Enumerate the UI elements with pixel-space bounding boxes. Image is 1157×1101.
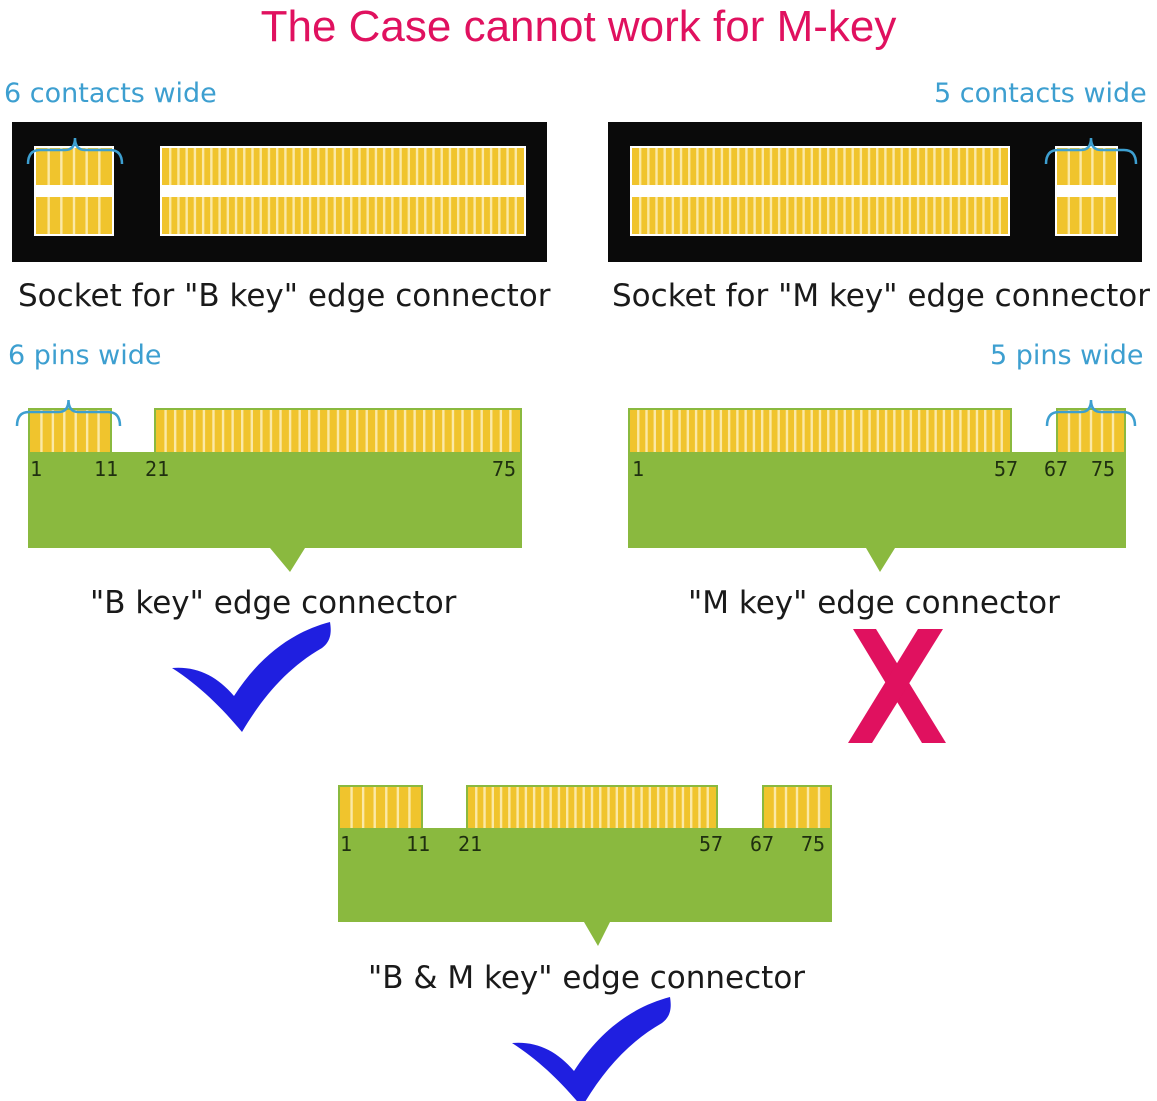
socket-contacts-bottom xyxy=(632,197,1008,234)
socket-contacts-top xyxy=(632,148,1008,185)
m-socket-caption: Socket for "M key" edge connector xyxy=(612,278,1150,314)
cross-stroke-a xyxy=(853,629,946,743)
socket-slot-opening xyxy=(160,146,526,236)
socket-contacts-bottom xyxy=(162,197,524,234)
check-stroke xyxy=(512,997,671,1101)
bm-connector-check-icon xyxy=(512,997,671,1101)
contact-block-fill xyxy=(162,197,524,234)
cross-stroke-b xyxy=(848,629,943,743)
check-stroke xyxy=(172,622,331,732)
contact-block-fill xyxy=(1057,197,1116,234)
pin-number-label: 1 xyxy=(632,457,644,481)
pin-number-label: 11 xyxy=(94,457,118,481)
m-socket-brace xyxy=(1044,137,1138,165)
pin-pads xyxy=(764,787,830,828)
pin-number-label: 67 xyxy=(750,832,774,856)
pin-number-label: 75 xyxy=(801,832,825,856)
socket-body xyxy=(608,122,1142,262)
contact-block-fill xyxy=(632,197,1008,234)
pin-number-label: 1 xyxy=(30,457,42,481)
contact-block-fill xyxy=(468,787,716,828)
socket-slot-opening xyxy=(630,146,1010,236)
pin-pads xyxy=(1058,410,1124,452)
socket-contacts-bottom xyxy=(36,197,112,234)
socket-body xyxy=(12,122,547,262)
b-connector-width-note: 6 pins wide xyxy=(8,340,162,371)
contact-block-fill xyxy=(764,787,830,828)
socket-contact-segment xyxy=(160,146,526,236)
socket-contacts-top xyxy=(36,148,112,185)
b-socket-brace xyxy=(26,137,124,165)
b-key-socket xyxy=(12,122,547,262)
pin-pads xyxy=(156,410,520,452)
m-connector-cross-icon xyxy=(848,629,946,743)
contact-block-fill xyxy=(630,410,1010,452)
pin-pads xyxy=(468,787,716,828)
b-connector-brace xyxy=(15,399,122,427)
contact-block-fill xyxy=(162,148,524,185)
contact-block-fill xyxy=(30,410,110,452)
contact-block-fill xyxy=(1058,410,1124,452)
socket-slot-opening xyxy=(1055,146,1118,236)
b-socket-caption: Socket for "B key" edge connector xyxy=(18,278,551,314)
socket-slot-opening xyxy=(34,146,114,236)
pin-number-label: 75 xyxy=(492,457,516,481)
socket-contacts-top xyxy=(1057,148,1116,185)
pin-number-label: 21 xyxy=(458,832,482,856)
pin-number-label: 1 xyxy=(340,832,352,856)
socket-contacts-top xyxy=(162,148,524,185)
socket-contact-segment xyxy=(1055,146,1118,236)
socket-contacts-bottom xyxy=(1057,197,1116,234)
m-socket-width-note: 5 contacts wide xyxy=(934,78,1147,109)
pcb-body xyxy=(28,408,522,572)
contact-block-fill xyxy=(156,410,520,452)
pin-pads xyxy=(630,410,1010,452)
contact-block-fill xyxy=(36,197,112,234)
pin-number-label: 75 xyxy=(1091,457,1115,481)
pcb-body xyxy=(628,408,1126,572)
bm-connector-caption: "B & M key" edge connector xyxy=(368,960,806,996)
pin-number-label: 57 xyxy=(699,832,723,856)
pin-number-label: 57 xyxy=(994,457,1018,481)
contact-block-fill xyxy=(340,787,421,828)
pin-pads xyxy=(30,410,110,452)
socket-contact-segment xyxy=(630,146,1010,236)
pcb-body xyxy=(338,785,832,946)
contact-block-fill xyxy=(36,148,112,185)
b-connector-caption: "B key" edge connector xyxy=(90,585,457,621)
m-connector-brace xyxy=(1045,399,1137,427)
socket-contact-segment xyxy=(34,146,114,236)
pin-pads xyxy=(340,787,421,828)
m-connector-width-note: 5 pins wide xyxy=(990,340,1144,371)
pin-number-label: 11 xyxy=(406,832,430,856)
pin-number-label: 67 xyxy=(1044,457,1068,481)
page-title: The Case cannot work for M-key xyxy=(260,2,897,51)
m-key-socket xyxy=(608,122,1142,262)
m-key-connector: 1 57 67 75 xyxy=(628,408,1126,572)
m-connector-caption: "M key" edge connector xyxy=(688,585,1060,621)
b-connector-check-icon xyxy=(172,622,331,732)
contact-block-fill xyxy=(1057,148,1116,185)
pin-number-label: 21 xyxy=(145,457,169,481)
b-socket-width-note: 6 contacts wide xyxy=(4,78,217,109)
contact-block-fill xyxy=(632,148,1008,185)
